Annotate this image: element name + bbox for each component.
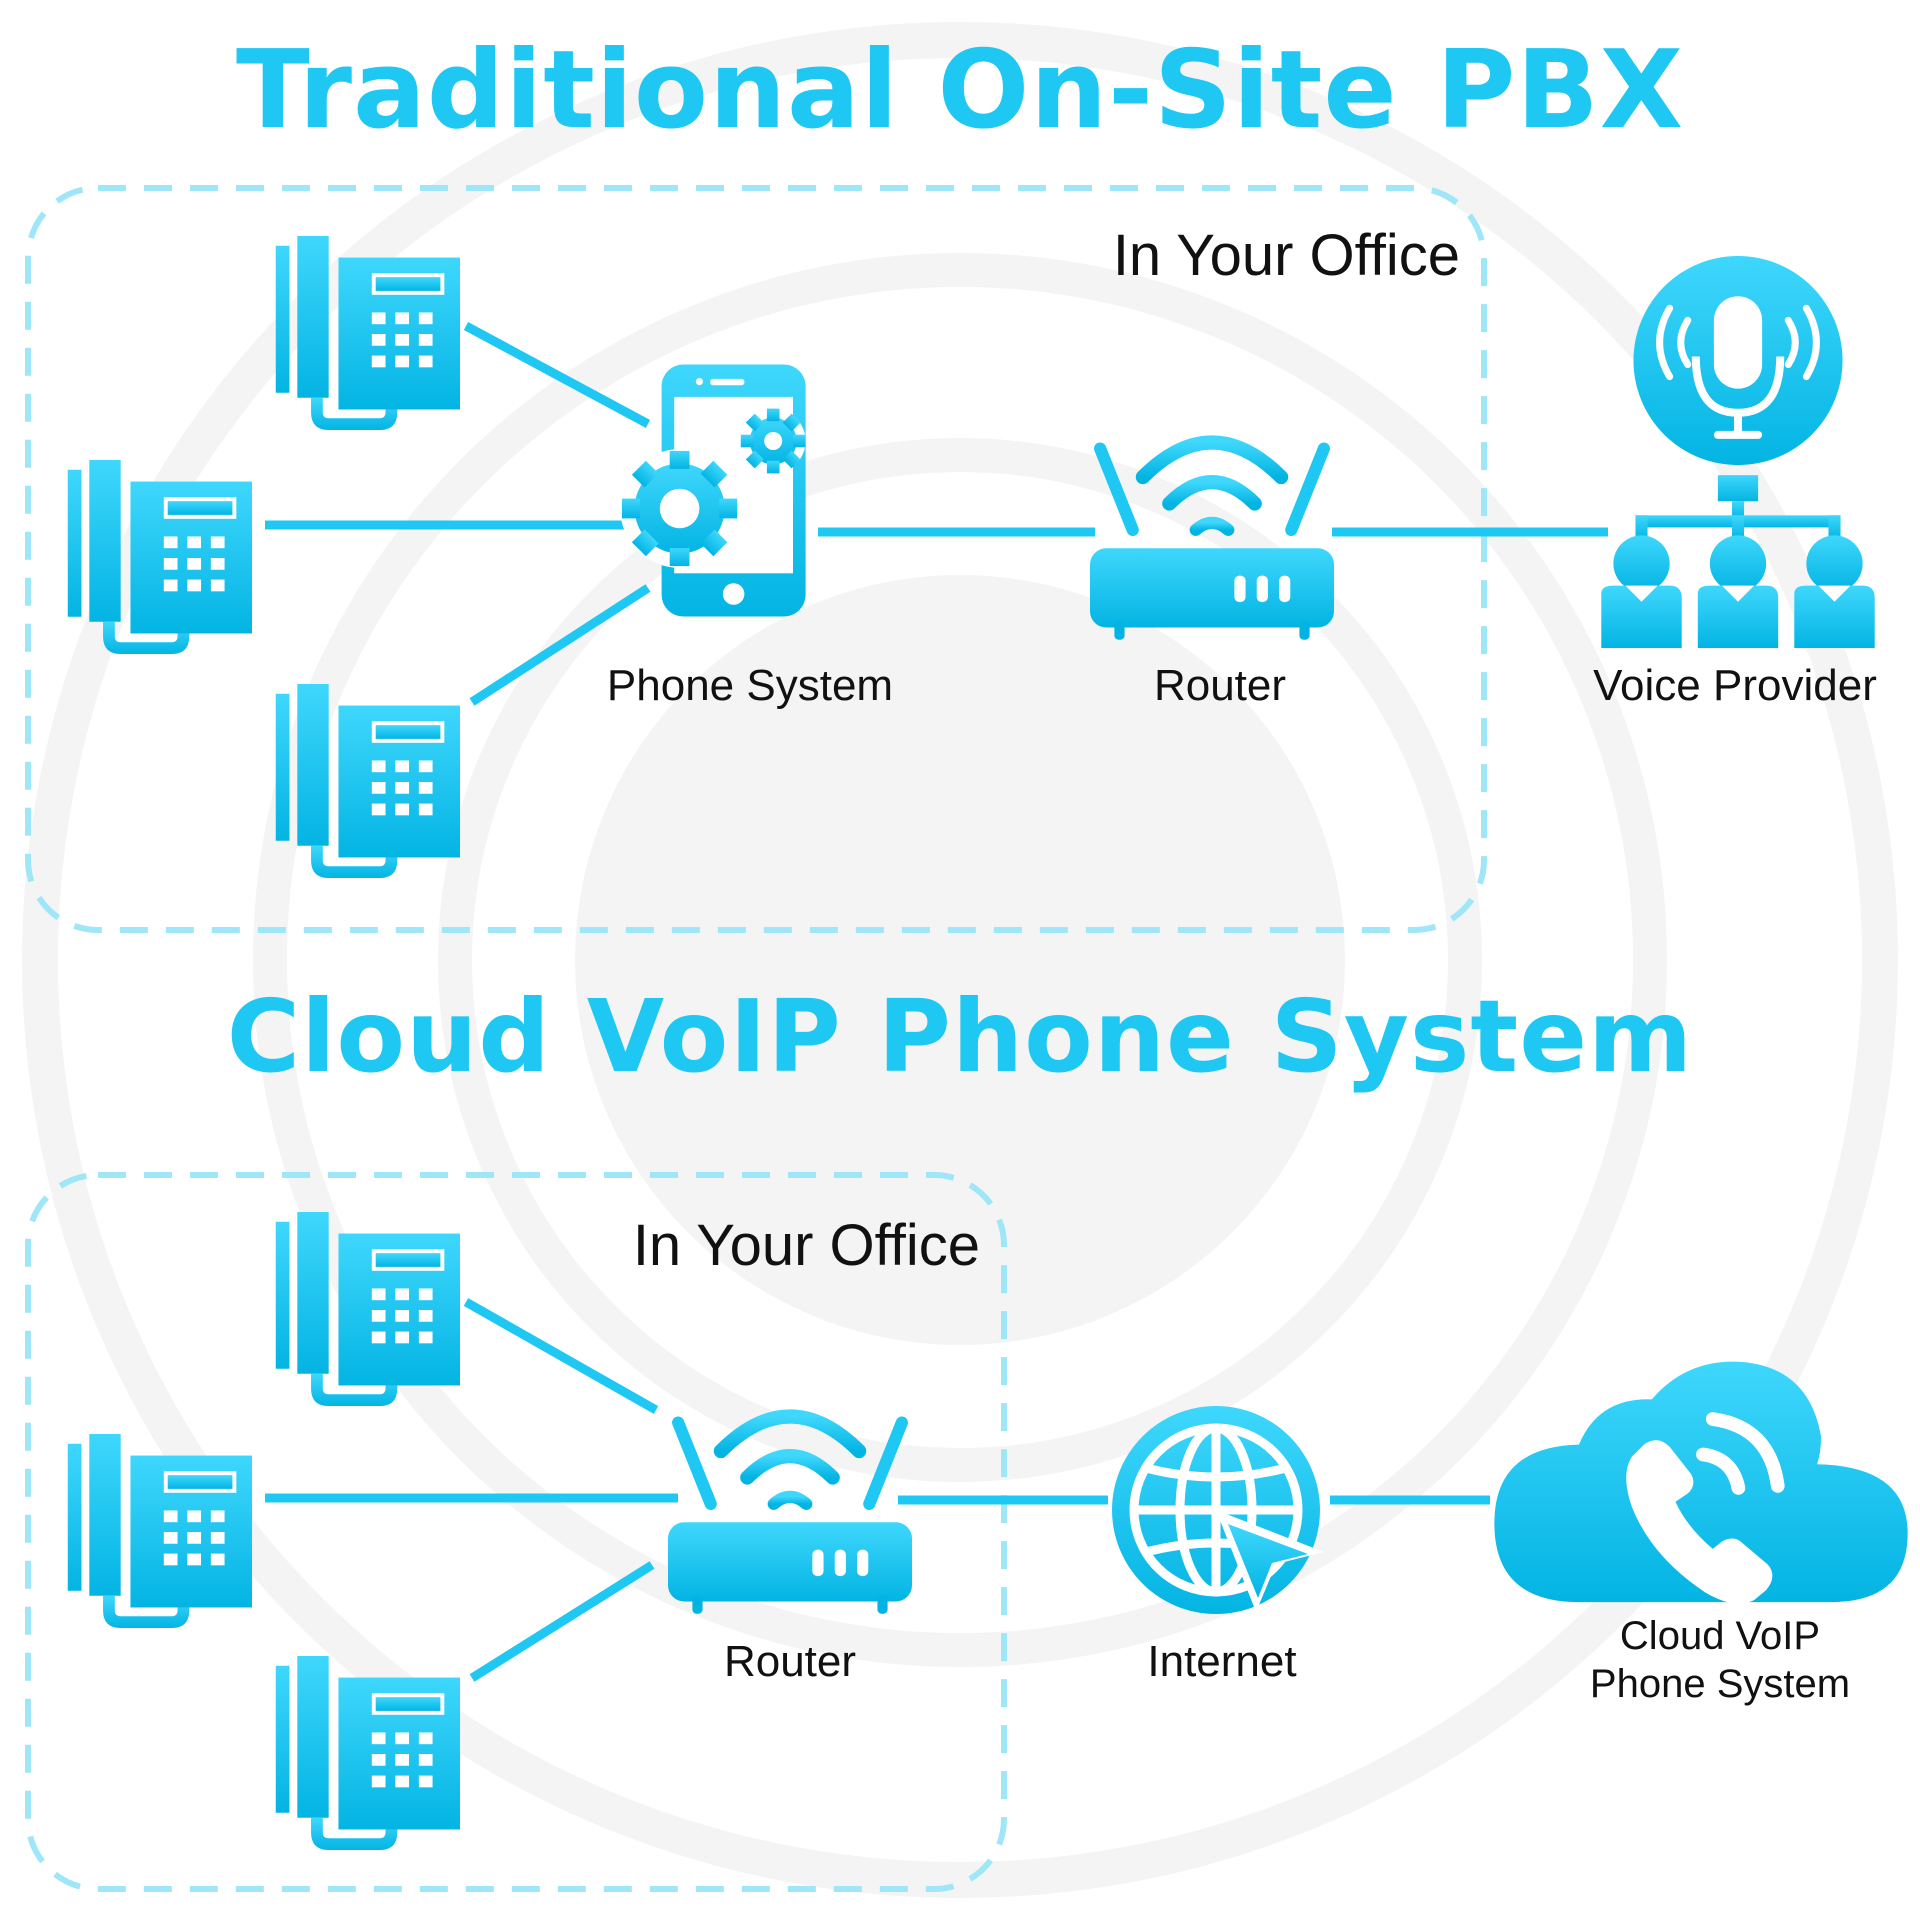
office-label-traditional: In Your Office (1112, 223, 1460, 288)
router-icon (668, 1409, 912, 1614)
link-phone4-router (463, 1298, 659, 1414)
voice-provider-icon (1601, 256, 1875, 648)
phone-settings-icon (620, 364, 806, 617)
cloud-phone-icon (1494, 1361, 1908, 1604)
label-voice-provider: Voice Provider (1593, 661, 1877, 710)
label-router-traditional: Router (1153, 661, 1287, 710)
desk-phone-icon (56, 1434, 252, 1630)
label-router-cloud: Router (723, 1637, 857, 1686)
background-rings (22, 22, 1898, 1898)
title-traditional-pbx: Traditional On-Site PBX (235, 28, 1685, 153)
desk-phone-icon (264, 1656, 460, 1852)
desk-phone-icon (264, 1212, 460, 1408)
label-cloud-voip: Cloud VoIP Phone System (1540, 1612, 1900, 1708)
office-box-cloud (25, 1172, 1007, 1892)
desk-phone-icon (264, 236, 460, 432)
label-internet: Internet (1147, 1637, 1297, 1686)
router-icon (1090, 435, 1334, 640)
label-cloud-voip-line2: Phone System (1589, 1662, 1851, 1706)
office-label-cloud: In Your Office (632, 1213, 980, 1278)
desk-phone-icon (264, 684, 460, 880)
globe-cursor-icon (1112, 1406, 1324, 1614)
link-phone1-system (463, 322, 651, 428)
label-phone-system: Phone System (606, 661, 894, 710)
link-phone3-system (469, 584, 651, 706)
link-phone6-router (469, 1561, 655, 1682)
title-cloud-voip: Cloud VoIP Phone System (226, 978, 1694, 1095)
desk-phone-icon (56, 460, 252, 656)
label-cloud-voip-line1: Cloud VoIP (1619, 1614, 1821, 1658)
office-box-traditional (25, 185, 1487, 933)
